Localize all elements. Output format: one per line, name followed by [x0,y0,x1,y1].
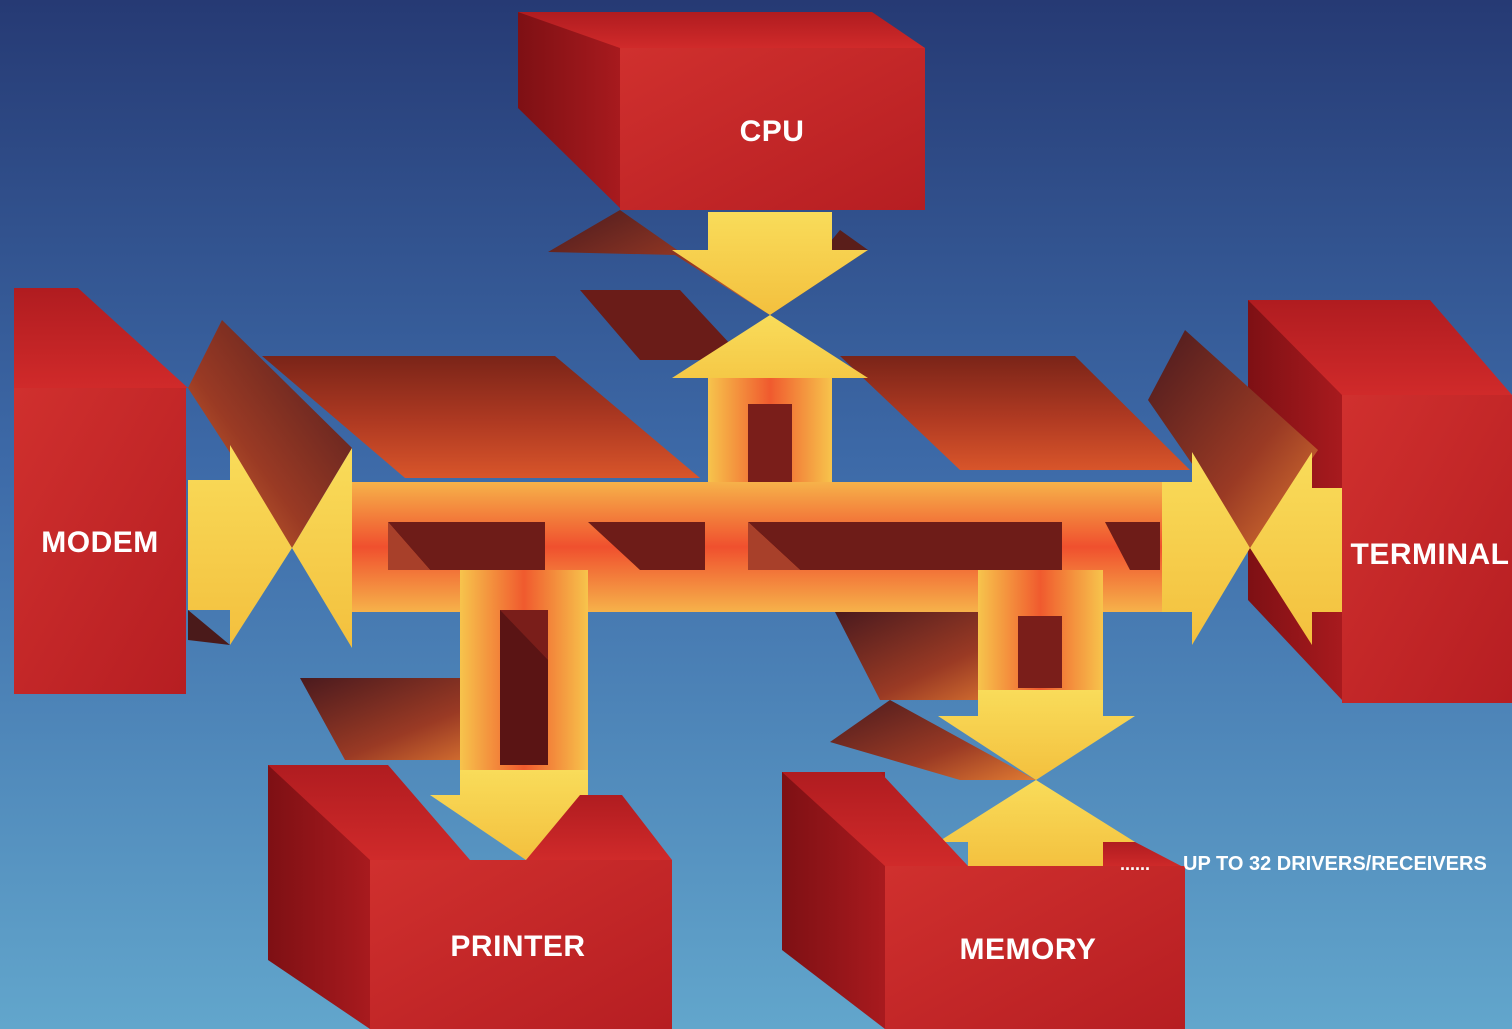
memory-label: MEMORY [960,933,1097,966]
annotation-text: UP TO 32 DRIVERS/RECEIVERS [1183,853,1487,875]
annotation-leader: ...... [1120,854,1150,874]
printer-label: PRINTER [450,930,585,963]
cpu-label: CPU [740,115,805,148]
modem-label: MODEM [41,526,159,559]
terminal-label: TERMINAL [1351,538,1510,571]
